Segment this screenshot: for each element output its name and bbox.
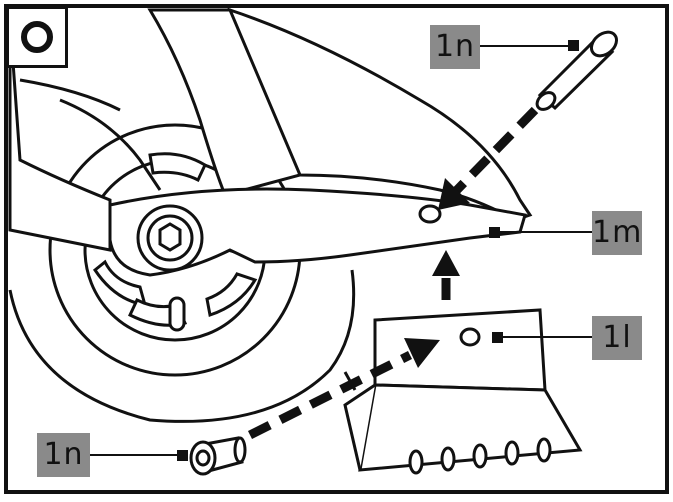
leader-endpoints <box>177 40 579 461</box>
step-circle-icon <box>21 21 53 53</box>
frame-chassis <box>8 7 533 277</box>
callout-brake-pad: 1l <box>592 316 642 360</box>
leader-lines <box>90 45 592 456</box>
arrow-pad-head <box>432 250 460 276</box>
arrow-heads <box>404 178 470 368</box>
callout-pin-top: 1n <box>430 25 480 69</box>
arrow-pin-head <box>438 178 470 210</box>
callout-brake-housing: 1m <box>592 211 642 255</box>
step-badge <box>6 6 68 68</box>
bolt-bottom <box>189 436 247 476</box>
arrow-bolt-dash <box>247 350 413 440</box>
pin-top <box>535 30 619 111</box>
assembly-arrows <box>247 106 539 440</box>
arrow-bolt-head <box>404 338 440 368</box>
callout-bolt-bottom: 1n <box>37 433 90 477</box>
arrow-pin-dash <box>451 106 539 196</box>
